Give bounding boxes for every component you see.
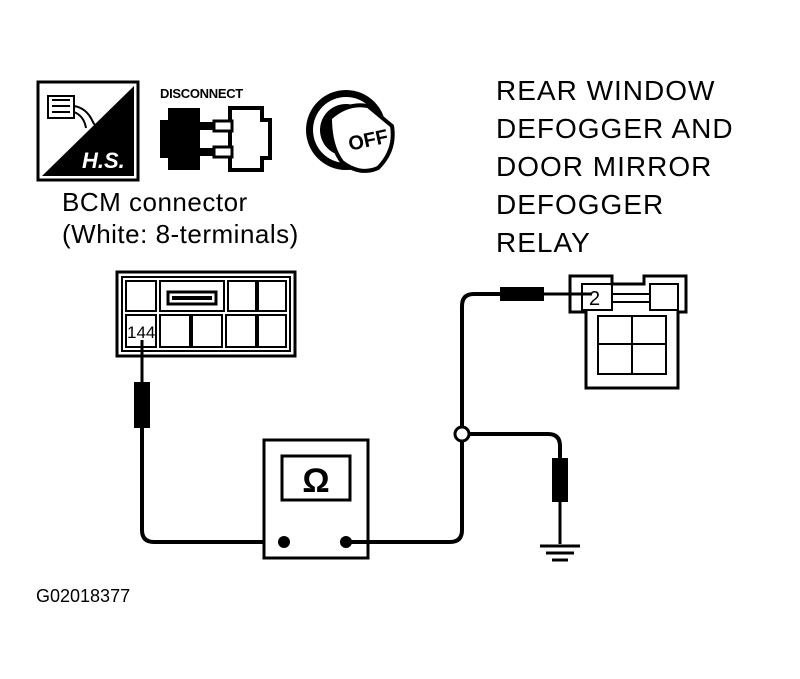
splice-junction	[453, 425, 471, 443]
bcm-title-line1: BCM connector	[62, 187, 248, 217]
probe-lead-relay	[346, 287, 592, 544]
bcm-connector-title: BCM connector (White: 8-terminals)	[62, 186, 299, 250]
ground-symbol	[540, 544, 580, 562]
disconnect-icon: DISCONNECT	[160, 86, 272, 172]
relay-title: REAR WINDOW DEFOGGER AND DOOR MIRROR DEF…	[496, 72, 734, 262]
figure-id: G02018377	[36, 586, 131, 606]
relay-title-line4: DEFOGGER	[496, 189, 665, 220]
disconnect-label: DISCONNECT	[160, 86, 243, 101]
harness-sign-icon: H.S.	[36, 80, 140, 182]
bcm-title-line2: (White: 8-terminals)	[62, 219, 299, 249]
ohmmeter: Ω	[262, 438, 370, 560]
meter-terminal-left	[278, 536, 290, 548]
ground-lead	[462, 432, 580, 562]
bcm-terminal-label: 144	[127, 323, 155, 342]
relay-title-line3: DOOR MIRROR	[496, 151, 713, 182]
relay-title-line5: RELAY	[496, 227, 591, 258]
bcm-connector: 144	[115, 270, 297, 358]
probe-lead-bcm	[134, 340, 284, 544]
ohm-symbol: Ω	[302, 462, 329, 500]
relay-terminal-label: 2	[589, 288, 600, 310]
hs-label: H.S.	[82, 148, 125, 173]
relay-title-line1: REAR WINDOW	[496, 75, 716, 106]
relay-title-line2: DEFOGGER AND	[496, 113, 734, 144]
ignition-off-icon: OFF	[306, 90, 395, 173]
relay-connector: 2	[568, 274, 688, 390]
